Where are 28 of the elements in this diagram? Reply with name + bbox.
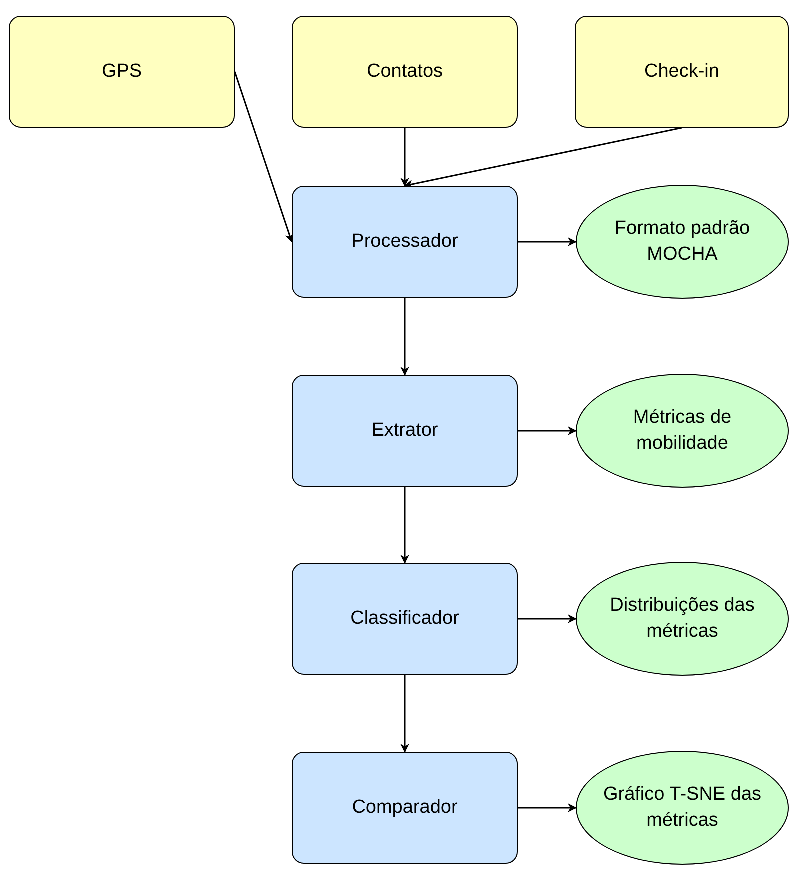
process-box [292, 752, 518, 864]
node-label: Extrator [370, 419, 440, 444]
node-label: Processador [350, 230, 460, 254]
process-box [292, 375, 518, 487]
arrow [400, 487, 410, 564]
process-box [292, 186, 518, 298]
node-label: Distribuições das métricas [609, 594, 756, 644]
arrow [400, 128, 410, 187]
arrow [518, 614, 577, 624]
node-label: Métricas de mobilidade [632, 406, 733, 456]
arrow [404, 127, 682, 189]
arrow [400, 675, 410, 753]
node-label: Comparador [351, 796, 459, 820]
arrow [234, 72, 294, 243]
node-label: Formato padrão MOCHA [614, 217, 752, 267]
process-box [292, 563, 518, 675]
source-box [292, 16, 518, 128]
node-label: Contatos [366, 60, 444, 84]
node-label: Classificador [350, 607, 460, 632]
arrow [518, 426, 577, 436]
node-label: Gráfico T-SNE das métricas [602, 783, 763, 833]
source-box [9, 16, 235, 128]
arrow [400, 298, 410, 376]
arrow [518, 804, 577, 812]
arrow [518, 238, 577, 246]
source-box [575, 16, 789, 128]
node-label: GPS [100, 60, 144, 84]
node-label: Check-in [644, 60, 720, 84]
